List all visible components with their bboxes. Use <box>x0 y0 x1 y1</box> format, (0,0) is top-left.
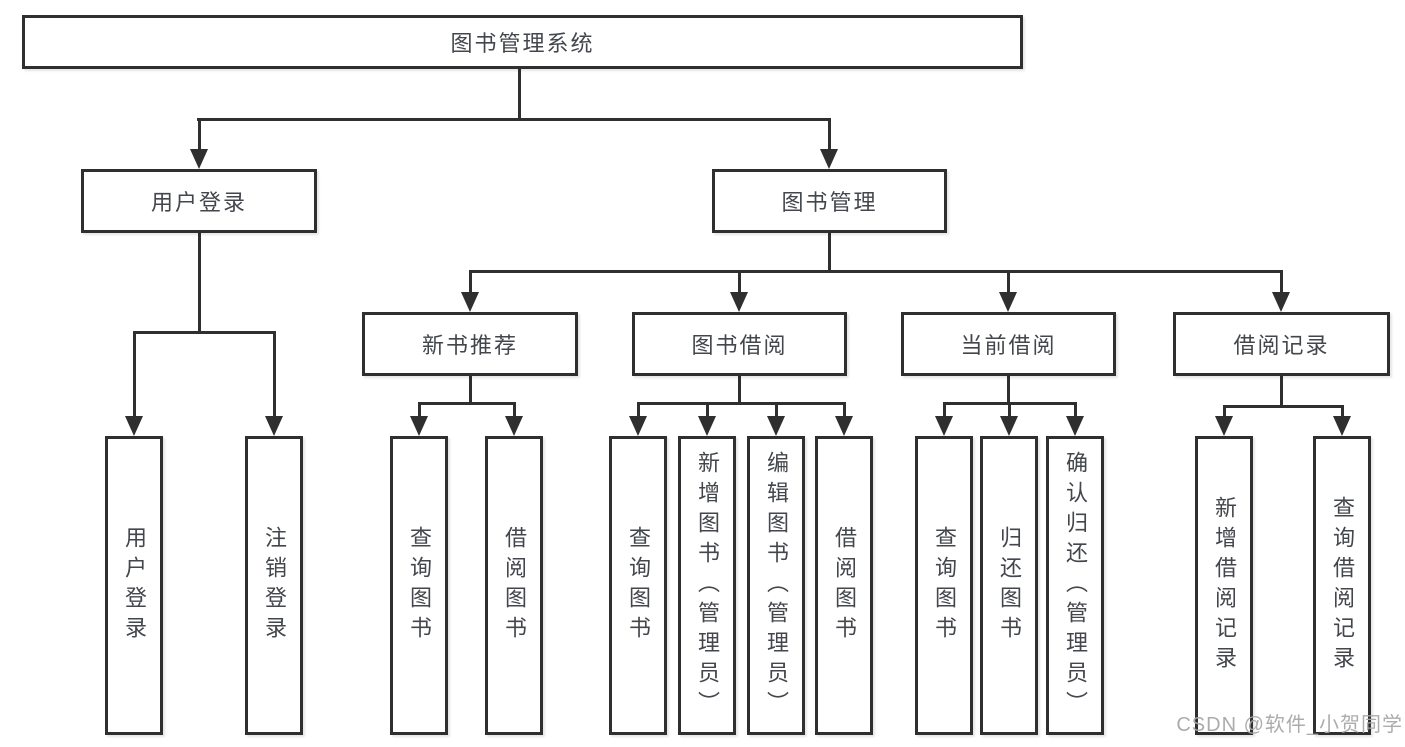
leaf-logout-login-label: 注销登录 <box>262 525 287 646</box>
leaf-bb-edit-books-admin: 编辑图书（管理员） <box>747 436 805 735</box>
node-book-borrowing: 图书借阅 <box>632 312 847 376</box>
connector-line <box>1007 376 1010 405</box>
arrow-down-icon <box>698 416 716 436</box>
connector-line <box>738 376 741 405</box>
arrow-down-icon <box>1066 416 1084 436</box>
leaf-nbr-borrow-books-label: 借阅图书 <box>502 525 527 646</box>
connector-line <box>1074 402 1077 419</box>
node-current-borrowing: 当前借阅 <box>901 312 1116 376</box>
node-root-label: 图书管理系统 <box>450 31 595 56</box>
connector-line <box>1223 405 1226 419</box>
leaf-bb-borrow-books: 借阅图书 <box>815 436 873 735</box>
arrow-down-icon <box>1215 416 1233 436</box>
watermark: CSDN @软件_小贺同学 <box>1176 714 1403 736</box>
leaf-user-login-label: 用户登录 <box>122 525 147 646</box>
arrow-down-icon <box>1000 416 1018 436</box>
connector-line <box>843 402 846 419</box>
arrow-down-icon <box>190 149 208 169</box>
node-book-management: 图书管理 <box>712 169 947 233</box>
leaf-logout-login: 注销登录 <box>245 436 303 735</box>
node-user-login-label: 用户登录 <box>150 190 247 215</box>
connector-line <box>197 118 831 121</box>
leaf-cb-query-books-label: 查询图书 <box>932 525 957 646</box>
leaf-user-login: 用户登录 <box>105 436 163 735</box>
leaf-bb-add-books-admin-label: 新增图书（管理员） <box>695 450 720 721</box>
arrow-down-icon <box>935 416 953 436</box>
leaf-nbr-borrow-books: 借阅图书 <box>485 436 543 735</box>
connector-line <box>1280 270 1283 295</box>
leaf-br-add-borrow-record: 新增借阅记录 <box>1195 436 1253 735</box>
arrow-down-icon <box>1272 292 1290 312</box>
leaf-bb-add-books-admin: 新增图书（管理员） <box>678 436 736 735</box>
leaf-bb-borrow-books-label: 借阅图书 <box>832 525 857 646</box>
arrow-down-icon <box>767 416 785 436</box>
node-user-login: 用户登录 <box>81 169 317 233</box>
connector-line <box>133 331 136 418</box>
connector-line <box>1008 402 1011 419</box>
arrow-down-icon <box>461 292 479 312</box>
leaf-cb-query-books: 查询图书 <box>915 436 973 735</box>
leaf-nbr-query-books-label: 查询图书 <box>407 525 432 646</box>
leaf-br-query-borrow-record: 查询借阅记录 <box>1313 436 1371 735</box>
connector-line <box>1341 405 1344 419</box>
arrow-down-icon <box>820 149 838 169</box>
connector-line <box>1223 405 1344 408</box>
leaf-nbr-query-books: 查询图书 <box>390 436 448 735</box>
leaf-br-add-borrow-record-label: 新增借阅记录 <box>1212 495 1237 676</box>
connector-line <box>738 270 741 295</box>
connector-line <box>469 376 472 405</box>
connector-line <box>828 118 831 152</box>
node-book-borrowing-label: 图书借阅 <box>691 333 788 358</box>
arrow-down-icon <box>410 416 428 436</box>
connector-line <box>637 402 846 405</box>
node-new-book-recommend: 新书推荐 <box>362 312 578 376</box>
leaf-cb-confirm-return-admin: 确认归还（管理员） <box>1046 436 1104 735</box>
node-new-book-recommend-label: 新书推荐 <box>421 333 518 358</box>
leaf-bb-query-books: 查询图书 <box>609 436 667 735</box>
connector-line <box>518 68 521 120</box>
connector-line <box>133 331 276 334</box>
leaf-bb-query-books-label: 查询图书 <box>626 525 651 646</box>
leaf-cb-return-books: 归还图书 <box>980 436 1038 735</box>
connector-line <box>943 402 946 419</box>
connector-line <box>198 233 201 334</box>
connector-line <box>418 402 421 419</box>
leaf-bb-edit-books-admin-label: 编辑图书（管理员） <box>764 450 789 721</box>
connector-line <box>1007 270 1010 295</box>
connector-line <box>198 118 201 152</box>
arrow-down-icon <box>125 416 143 436</box>
node-borrow-records-label: 借阅记录 <box>1233 333 1330 358</box>
node-book-management-label: 图书管理 <box>781 190 878 215</box>
arrow-down-icon <box>1333 416 1351 436</box>
leaf-cb-confirm-return-admin-label: 确认归还（管理员） <box>1063 450 1088 721</box>
leaf-cb-return-books-label: 归还图书 <box>997 525 1022 646</box>
node-borrow-records: 借阅记录 <box>1173 312 1390 376</box>
connector-line <box>513 402 516 419</box>
connector-line <box>637 402 640 419</box>
node-root: 图书管理系统 <box>22 15 1023 69</box>
connector-line <box>828 233 831 273</box>
arrow-down-icon <box>629 416 647 436</box>
arrow-down-icon <box>999 292 1017 312</box>
arrow-down-icon <box>505 416 523 436</box>
connector-line <box>1280 376 1283 408</box>
leaf-br-query-borrow-record-label: 查询借阅记录 <box>1330 495 1355 676</box>
connector-line <box>469 270 1283 273</box>
connector-line <box>706 402 709 419</box>
connector-line <box>469 270 472 295</box>
node-current-borrowing-label: 当前借阅 <box>960 333 1057 358</box>
connector-line <box>775 402 778 419</box>
arrow-down-icon <box>835 416 853 436</box>
connector-line <box>273 331 276 418</box>
arrow-down-icon <box>265 416 283 436</box>
arrow-down-icon <box>730 292 748 312</box>
connector-line <box>418 402 516 405</box>
